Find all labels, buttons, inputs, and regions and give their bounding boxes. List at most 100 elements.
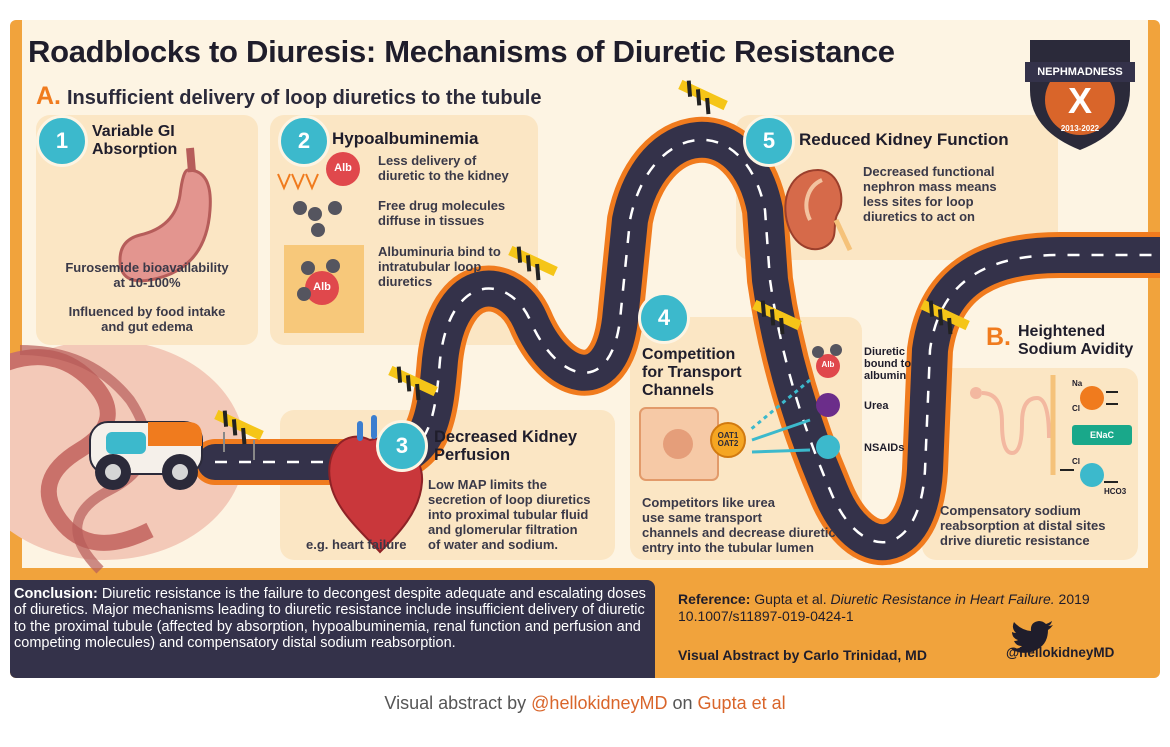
card-b-enac-label: ENaC: [1089, 430, 1114, 440]
card-5-body-line-4: diuretics to act on: [863, 208, 975, 224]
card-b-body-line-2: reabsorption at distal sites: [940, 517, 1106, 533]
card-5-body-line-2: nephron mass means: [863, 178, 997, 194]
car-icon: [89, 421, 203, 490]
card-2-item-1-line-2: diuretic to the kidney: [378, 167, 509, 183]
card-b-panel: [922, 368, 1138, 560]
card-b-cl-label: Cl: [1072, 404, 1080, 413]
roadblock-icon: [752, 299, 802, 335]
card-5-number-badge: 5: [743, 115, 795, 167]
image-caption: Visual abstract by @hellokidneyMD on Gup…: [0, 693, 1170, 714]
section-a-title: Insufficient delivery of loop diuretics …: [67, 87, 542, 109]
card-1-panel: [36, 115, 258, 345]
card-4-transporter-line-1: OAT1: [717, 431, 739, 440]
stomach-icon: [118, 147, 212, 283]
card-4-body-line-2: use same transport: [642, 509, 762, 525]
card-3-body-line-5: of water and sodium.: [428, 536, 559, 552]
card-2-item-2-line-2: diffuse in tissues: [378, 212, 485, 228]
card-3-body-line-1: Low MAP limits the: [428, 477, 547, 492]
card-4-legend-1-line-3: albumin: [864, 370, 907, 383]
down-arrows-icon: [277, 173, 319, 191]
section-b-letter: B.: [986, 323, 1011, 351]
reference-authors: Gupta et al.: [754, 591, 827, 607]
bound-albumin-molecule: [297, 259, 340, 305]
card-5-title: Reduced Kidney Function: [799, 130, 1009, 149]
caption-mid: on: [672, 693, 693, 713]
card-3-number-badge: 3: [376, 420, 428, 472]
roadblock-icon: [678, 79, 728, 115]
card-2-item-3-line-1: Albuminuria bind to: [378, 244, 501, 259]
caption-source-link[interactable]: Gupta et al: [697, 693, 786, 713]
roadblock-icon: [920, 299, 970, 335]
competitor-arrows: [749, 378, 811, 454]
roadblock-icon: [388, 365, 438, 401]
logo-years: 2013-2022: [1060, 124, 1100, 133]
card-2-item-3-line-2: intratubular loop: [378, 258, 482, 274]
card-4-body-line-3: channels and decrease diuretic: [642, 524, 836, 540]
card-2-alb-label: Alb: [334, 162, 352, 174]
card-1-number-badge: 1: [36, 115, 88, 167]
card-1-body-1-line-1: Furosemide bioavailability: [65, 260, 229, 275]
card-4-legend-1-line-1: Diuretic: [864, 346, 905, 358]
section-b-heading-line-2: Sodium Avidity: [1018, 340, 1134, 358]
reference-article: Diuretic Resistance in Heart Failure.: [830, 591, 1055, 607]
poster-artwork: [10, 40, 1160, 653]
roadblock-icon: [508, 245, 558, 281]
card-b-cl2-label: Cl: [1072, 457, 1080, 466]
reference-label: Reference:: [678, 591, 751, 607]
cell-icon: [639, 407, 719, 481]
albumin-molecule: [326, 152, 360, 186]
card-3-body-line-3: into proximal tubular fluid: [428, 506, 589, 522]
card-4-legend-1-line-2: bound to: [864, 358, 912, 371]
card-1-title-line-1: Variable GI: [92, 123, 175, 140]
drug-molecules: [293, 201, 342, 237]
visual-abstract-poster: Roadblocks to Diuresis: Mechanisms of Di…: [10, 20, 1160, 678]
card-3-title-line-1: Decreased Kidney: [434, 428, 578, 446]
card-4-legend-nsaids: NSAIDs: [864, 442, 905, 454]
card-5-body-line-3: less sites for loop: [863, 193, 974, 209]
card-b-body-line-3: drive diuretic resistance: [940, 532, 1090, 548]
caption-prefix: Visual abstract by: [384, 693, 527, 713]
reference-year: 2019: [1058, 591, 1090, 607]
conclusion-panel: [10, 580, 655, 678]
reference-doi: 10.1007/s11897-019-0424-1: [678, 607, 854, 624]
conclusion-text: Conclusion: Diuretic resistance is the f…: [14, 586, 654, 652]
card-3-body-line-2: secretion of loop diuretics: [428, 491, 591, 507]
card-4-transporter-line-2: OAT2: [717, 439, 739, 448]
conclusion-body: Diuretic resistance is the failure to de…: [14, 586, 646, 652]
card-4-title-line-3: Channels: [642, 381, 715, 399]
section-a-heading: A.Insufficient delivery of loop diuretic…: [36, 82, 541, 111]
twitter-handle[interactable]: @hellokidneyMD: [1006, 645, 1115, 660]
card-3-body-line-4: and glomerular filtration: [428, 521, 578, 537]
conclusion-label: Conclusion:: [14, 586, 98, 602]
card-2-item-2-line-1: Free drug molecules: [378, 198, 506, 213]
card-4-title-line-1: Competition: [642, 346, 736, 363]
reference-text: Reference: Gupta et al. Diuretic Resista…: [678, 591, 1148, 625]
card-2-bound-alb-label: Alb: [313, 281, 331, 293]
twitter-icon: [1010, 621, 1053, 653]
card-b-hco3-label: HCO3: [1104, 487, 1127, 496]
winding-road: [192, 117, 1160, 566]
oat-transporter: [710, 422, 746, 458]
card-4-title-line-2: for Transport: [642, 363, 742, 381]
card-2-item-1-line-1: Less delivery of: [378, 153, 477, 168]
caption-handle-link[interactable]: @hellokidneyMD: [531, 693, 668, 713]
nsaids-legend-icon: [816, 435, 840, 459]
card-5-body-line-1: Decreased functional: [863, 164, 995, 179]
section-b-heading-line-1: Heightened: [1018, 323, 1106, 340]
card-4-alb-label: Alb: [821, 360, 835, 369]
card-2-title: Hypoalbuminemia: [332, 129, 479, 148]
